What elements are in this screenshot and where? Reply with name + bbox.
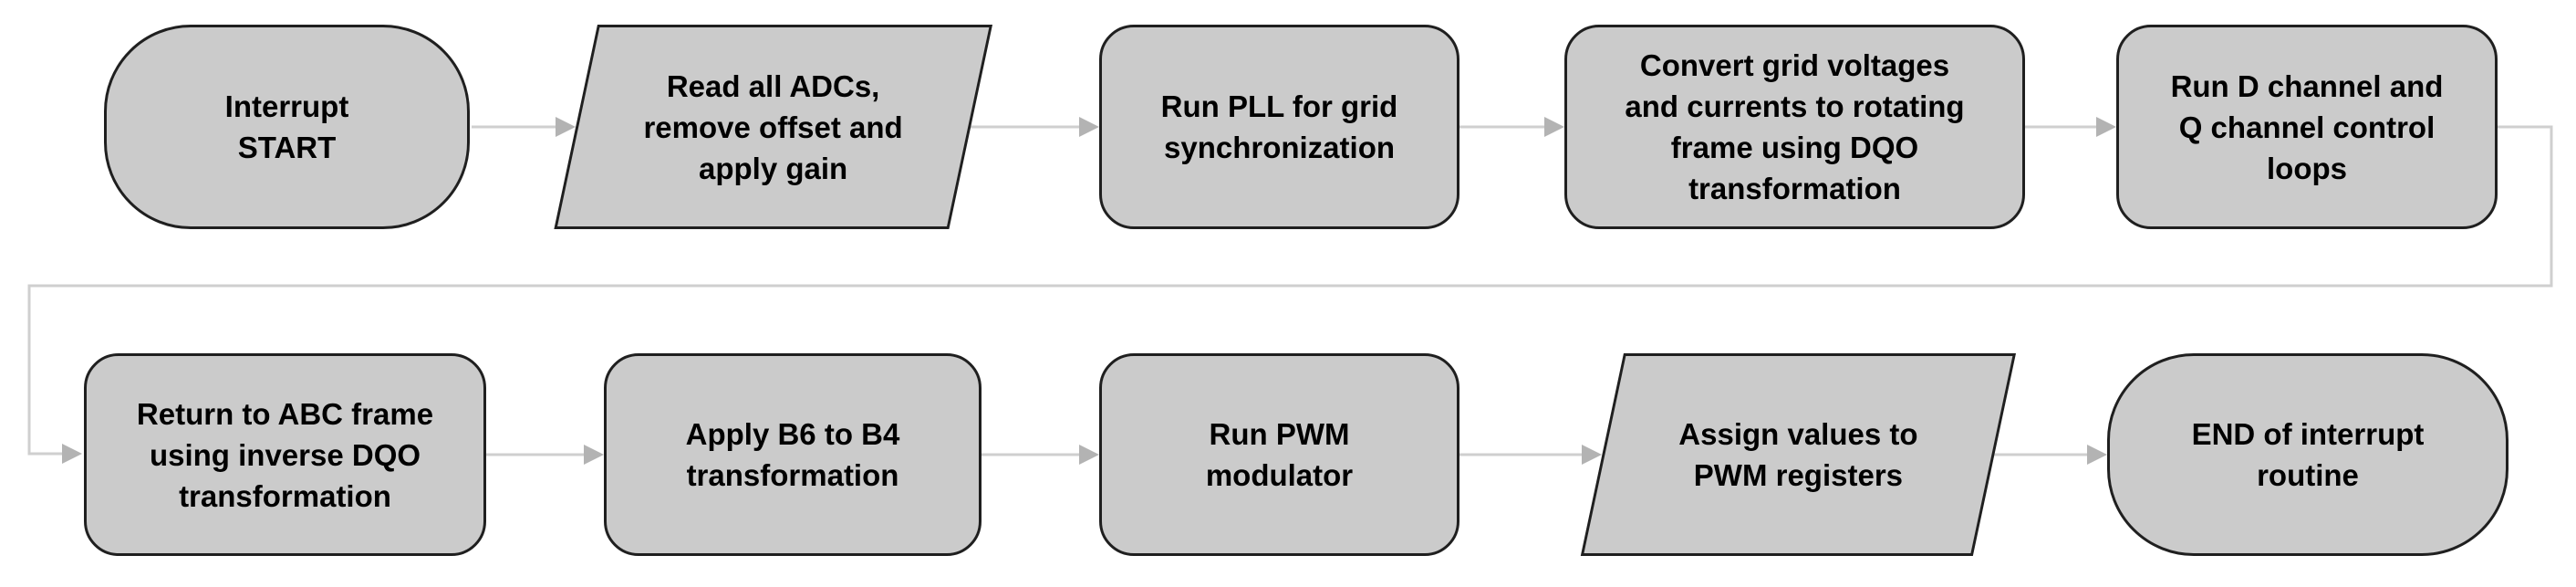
node-end-interrupt: END of interrupt routine	[2107, 353, 2508, 556]
node-dq-control-loops: Run D channel and Q channel control loop…	[2116, 25, 2498, 229]
node-dq-control-loops-label: Run D channel and Q channel control loop…	[2170, 68, 2444, 185]
connector-dqo-transform-to-dq-control-loops	[2023, 117, 2116, 137]
node-dqo-transform-label: Convert grid voltages and currents to ro…	[1625, 48, 1965, 205]
node-run-pll: Run PLL for grid synchronization	[1099, 25, 1459, 229]
node-pwm-modulator: Run PWM modulator	[1099, 353, 1459, 556]
connector-start-to-read-adcs	[472, 117, 576, 137]
node-assign-pwm-registers: Assign values to PWM registers	[1580, 353, 2016, 556]
connector-read-adcs-to-run-pll	[971, 117, 1099, 137]
node-end-interrupt-label: END of interrupt routine	[2191, 417, 2425, 492]
connector-run-pll-to-dqo-transform	[1458, 117, 1564, 137]
node-interrupt-start-label: Interrupt START	[224, 89, 349, 164]
connector-pwm-modulator-to-assign-registers	[1458, 445, 1602, 465]
node-b6-b4-transform: Apply B6 to B4 transformation	[604, 353, 982, 556]
node-b6-b4-transform-label: Apply B6 to B4 transformation	[685, 417, 900, 492]
node-read-adcs-label: Read all ADCs, remove offset and apply g…	[643, 68, 903, 185]
node-dqo-transform: Convert grid voltages and currents to ro…	[1564, 25, 2025, 229]
node-inverse-dqo: Return to ABC frame using inverse DQO tr…	[84, 353, 486, 556]
node-interrupt-start: Interrupt START	[104, 25, 470, 229]
node-pwm-modulator-label: Run PWM modulator	[1205, 417, 1354, 492]
connector-assign-registers-to-end	[1994, 445, 2107, 465]
node-assign-pwm-registers-label: Assign values to PWM registers	[1678, 417, 1918, 492]
node-run-pll-label: Run PLL for grid synchronization	[1160, 89, 1398, 164]
connector-b6-b4-to-pwm-modulator	[980, 445, 1099, 465]
node-inverse-dqo-label: Return to ABC frame using inverse DQO tr…	[136, 396, 434, 513]
node-read-adcs: Read all ADCs, remove offset and apply g…	[554, 25, 992, 229]
connector-inverse-dqo-to-b6-b4	[484, 445, 604, 465]
